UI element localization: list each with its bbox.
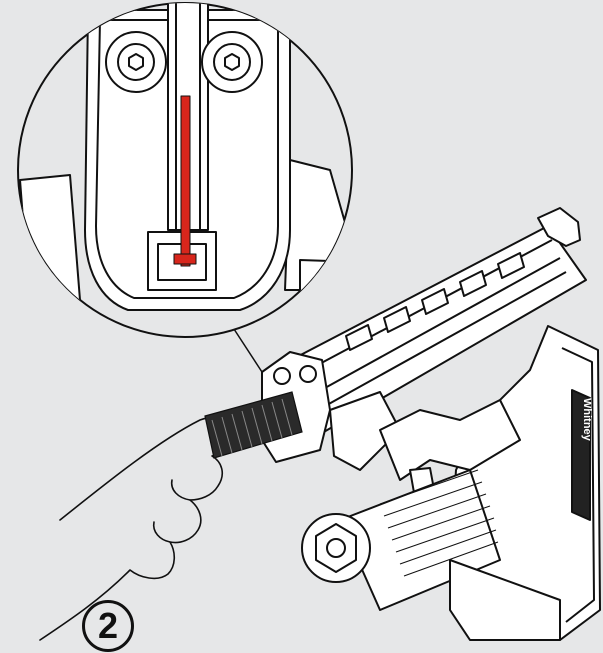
red-indicator-bar (180, 95, 191, 267)
left-bolt-icon (105, 31, 167, 93)
detail-zoom-circle (17, 2, 353, 338)
right-bolt-icon (201, 31, 263, 93)
brand-strip (571, 389, 591, 521)
callout-leader-line (231, 325, 263, 373)
nose-housing (329, 391, 401, 471)
step-number: 2 (97, 605, 119, 646)
magazine-latch (537, 207, 581, 247)
battery-texture (379, 469, 499, 577)
pusher-grip (204, 391, 303, 459)
magazine-slots (345, 252, 525, 351)
brand-text: Whitney (581, 398, 593, 442)
tool-base (449, 559, 561, 641)
step-number-badge: 2 (82, 600, 134, 652)
